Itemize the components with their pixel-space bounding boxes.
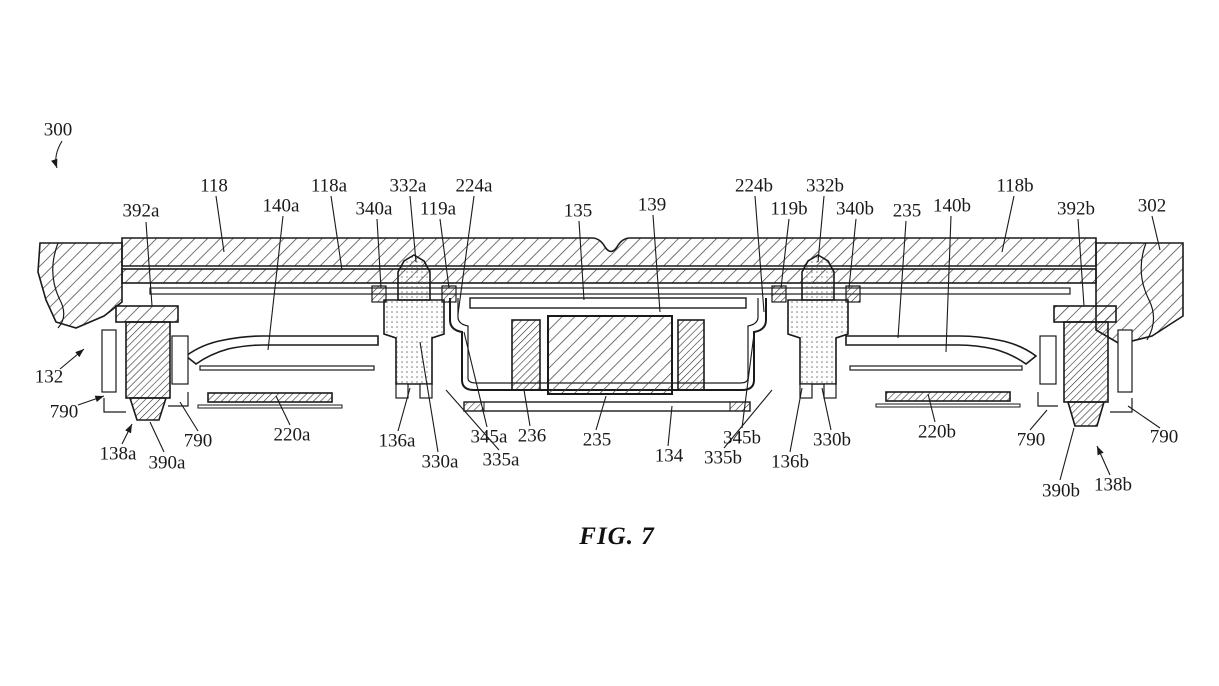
left-pedestal-body — [383, 299, 445, 385]
ref-label-335a: 335a — [482, 449, 520, 471]
ref-label-330a: 330a — [421, 451, 459, 473]
ref-label-136a: 136a — [378, 430, 416, 452]
arrow-138a — [121, 423, 133, 445]
ref-label-330b: 330b — [813, 429, 851, 451]
pad-220b-base — [875, 403, 1021, 408]
left-fastener-hook-outer — [103, 398, 126, 413]
ref-label-340b: 340b — [836, 198, 874, 220]
seal-340a — [371, 285, 387, 303]
ref-label-224a: 224a — [455, 175, 493, 197]
housing-left-end — [37, 242, 123, 329]
pad-220a — [207, 392, 333, 403]
housing-cross-section — [37, 237, 1184, 427]
plate-135 — [469, 297, 747, 309]
ref-label-300: 300 — [43, 119, 73, 141]
ref-label-235-top: 235 — [892, 200, 922, 222]
figure-caption: FIG. 7 — [579, 523, 655, 550]
left-pedestal-foot-1 — [395, 383, 409, 399]
right-fastener-collar-inner — [1039, 335, 1057, 385]
ref-label-790-left-inner: 790 — [183, 430, 213, 452]
seal-119a — [441, 285, 457, 303]
ref-label-138b: 138b — [1094, 474, 1132, 496]
right-fastener-cap — [1053, 305, 1117, 323]
ref-label-132: 132 — [34, 366, 64, 388]
ref-label-236: 236 — [517, 425, 547, 447]
ref-label-220a: 220a — [273, 424, 311, 446]
left-fastener-collar-outer — [101, 329, 117, 393]
right-arm-140b — [845, 335, 1038, 366]
ref-label-390b: 390b — [1042, 480, 1080, 502]
left-fastener-hook-inner — [168, 392, 189, 407]
ref-label-135: 135 — [563, 200, 593, 222]
left-arm-140a — [184, 335, 379, 366]
pad-220a-base — [197, 404, 343, 409]
housing-right-end — [1095, 242, 1184, 345]
arrow-790-left — [77, 395, 105, 406]
ref-label-390a: 390a — [148, 452, 186, 474]
ref-label-790-left-outer: 790 — [49, 401, 79, 423]
right-pedestal-foot-2 — [823, 383, 837, 399]
ref-label-332b: 332b — [806, 175, 844, 197]
ref-label-140a: 140a — [262, 195, 300, 217]
right-pedestal-body — [787, 299, 849, 385]
block-236 — [511, 319, 541, 391]
pad-220b — [885, 391, 1011, 402]
seal-340b — [845, 285, 861, 303]
ref-label-302: 302 — [1137, 195, 1167, 217]
left-pedestal-foot-2 — [419, 383, 433, 399]
left-fastener-stem — [125, 321, 171, 399]
ref-label-340a: 340a — [355, 198, 393, 220]
ref-label-790-right-outer: 790 — [1149, 426, 1179, 448]
right-fastener-base — [1066, 401, 1106, 427]
plate-134-end-left — [463, 401, 485, 412]
ref-label-332a: 332a — [389, 175, 427, 197]
block-right — [677, 319, 705, 391]
leader-lines — [51, 140, 1161, 481]
left-arm-lower-strip — [199, 365, 375, 371]
ref-label-335b: 335b — [704, 447, 742, 469]
plate-134-end-right — [729, 401, 751, 412]
left-fastener-collar-inner — [171, 335, 189, 385]
ref-label-119b: 119b — [770, 198, 808, 220]
ref-label-224b: 224b — [735, 175, 773, 197]
right-arm-lower-strip — [849, 365, 1023, 371]
break-line-left — [52, 242, 65, 329]
ref-label-134: 134 — [654, 445, 684, 467]
right-fastener-hook-outer — [1110, 398, 1133, 413]
arrow-138b — [1096, 445, 1111, 476]
thin-inner-layer — [149, 287, 1071, 295]
right-pedestal-foot-1 — [799, 383, 813, 399]
left-pedestal-stem — [397, 254, 431, 301]
seal-119b — [771, 285, 787, 303]
ref-label-345a: 345a — [470, 426, 508, 448]
break-line-right — [1140, 242, 1155, 341]
right-fastener-stem — [1063, 321, 1109, 403]
ref-label-220b: 220b — [918, 421, 956, 443]
right-fastener-hook-inner — [1037, 392, 1058, 407]
ref-label-119a: 119a — [419, 198, 457, 220]
arrow-300 — [51, 140, 63, 169]
ref-label-118b: 118b — [996, 175, 1034, 197]
right-fastener-collar-outer — [1117, 329, 1133, 393]
left-fastener-base — [128, 397, 168, 421]
left-fastener-cap — [115, 305, 179, 323]
right-pedestal-stem — [801, 254, 835, 301]
laminate-band — [121, 268, 1097, 284]
ref-label-136b: 136b — [771, 451, 809, 473]
ref-label-392a: 392a — [122, 200, 160, 222]
ref-label-140b: 140b — [933, 195, 971, 217]
ref-label-345b: 345b — [723, 427, 761, 449]
ref-label-392b: 392b — [1057, 198, 1095, 220]
ref-label-790-right-inner: 790 — [1016, 429, 1046, 451]
ref-label-118a: 118a — [310, 175, 348, 197]
ref-label-118: 118 — [200, 175, 228, 197]
plate-134 — [463, 401, 751, 412]
arrow-132 — [59, 348, 85, 370]
ref-label-235-bottom: 235 — [582, 429, 612, 451]
top-cover-band — [121, 237, 1097, 267]
ref-label-139: 139 — [637, 194, 667, 216]
ref-label-138a: 138a — [99, 443, 137, 465]
block-235 — [547, 315, 673, 395]
